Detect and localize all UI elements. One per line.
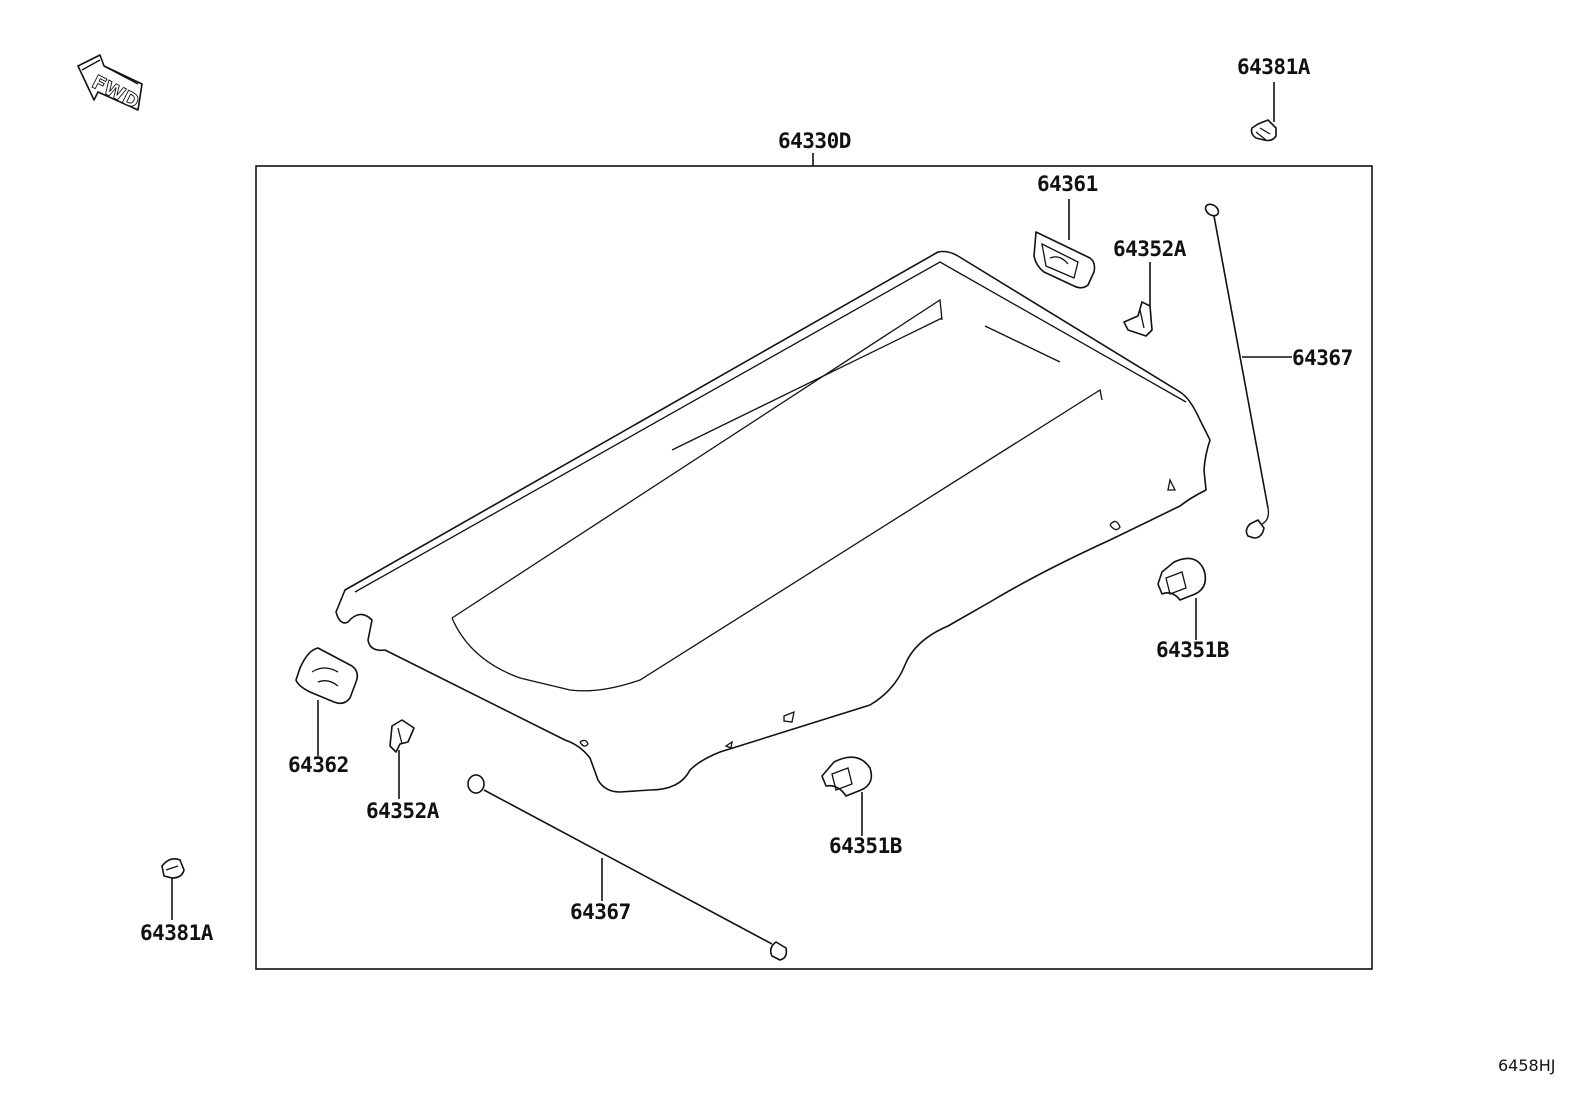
- clip-icon-top: [1250, 119, 1277, 142]
- label-64330D: 64330D: [778, 129, 851, 153]
- label-64351B-left: 64351B: [829, 834, 902, 858]
- label-64367-left: 64367: [570, 900, 631, 924]
- hook-icon-right: [1033, 231, 1096, 289]
- label-64381A-top: 64381A: [1237, 55, 1311, 79]
- hook-icon-left: [295, 647, 359, 705]
- label-64381A-bottom: 64381A: [140, 921, 214, 945]
- fwd-arrow-icon: FWD: [77, 54, 143, 114]
- holder-icon-left: [821, 756, 873, 797]
- package-tray-trim: [335, 250, 1211, 793]
- label-64352A-left: 64352A: [366, 799, 440, 823]
- holder-icon-right: [1157, 557, 1207, 601]
- label-64367-right: 64367: [1292, 346, 1353, 370]
- assembly-frame: [255, 165, 1373, 970]
- bracket-icon-left: [389, 719, 415, 753]
- string-icon-left: [467, 774, 788, 961]
- label-64361: 64361: [1037, 172, 1098, 196]
- clip-icon-bottom: [161, 858, 185, 879]
- bracket-icon-right: [1123, 301, 1153, 337]
- string-icon-right: [1204, 203, 1270, 539]
- label-64352A-right: 64352A: [1113, 237, 1187, 261]
- label-64362: 64362: [288, 753, 349, 777]
- diagram-code: 6458HJ: [1498, 1056, 1555, 1075]
- label-64351B-right: 64351B: [1156, 638, 1229, 662]
